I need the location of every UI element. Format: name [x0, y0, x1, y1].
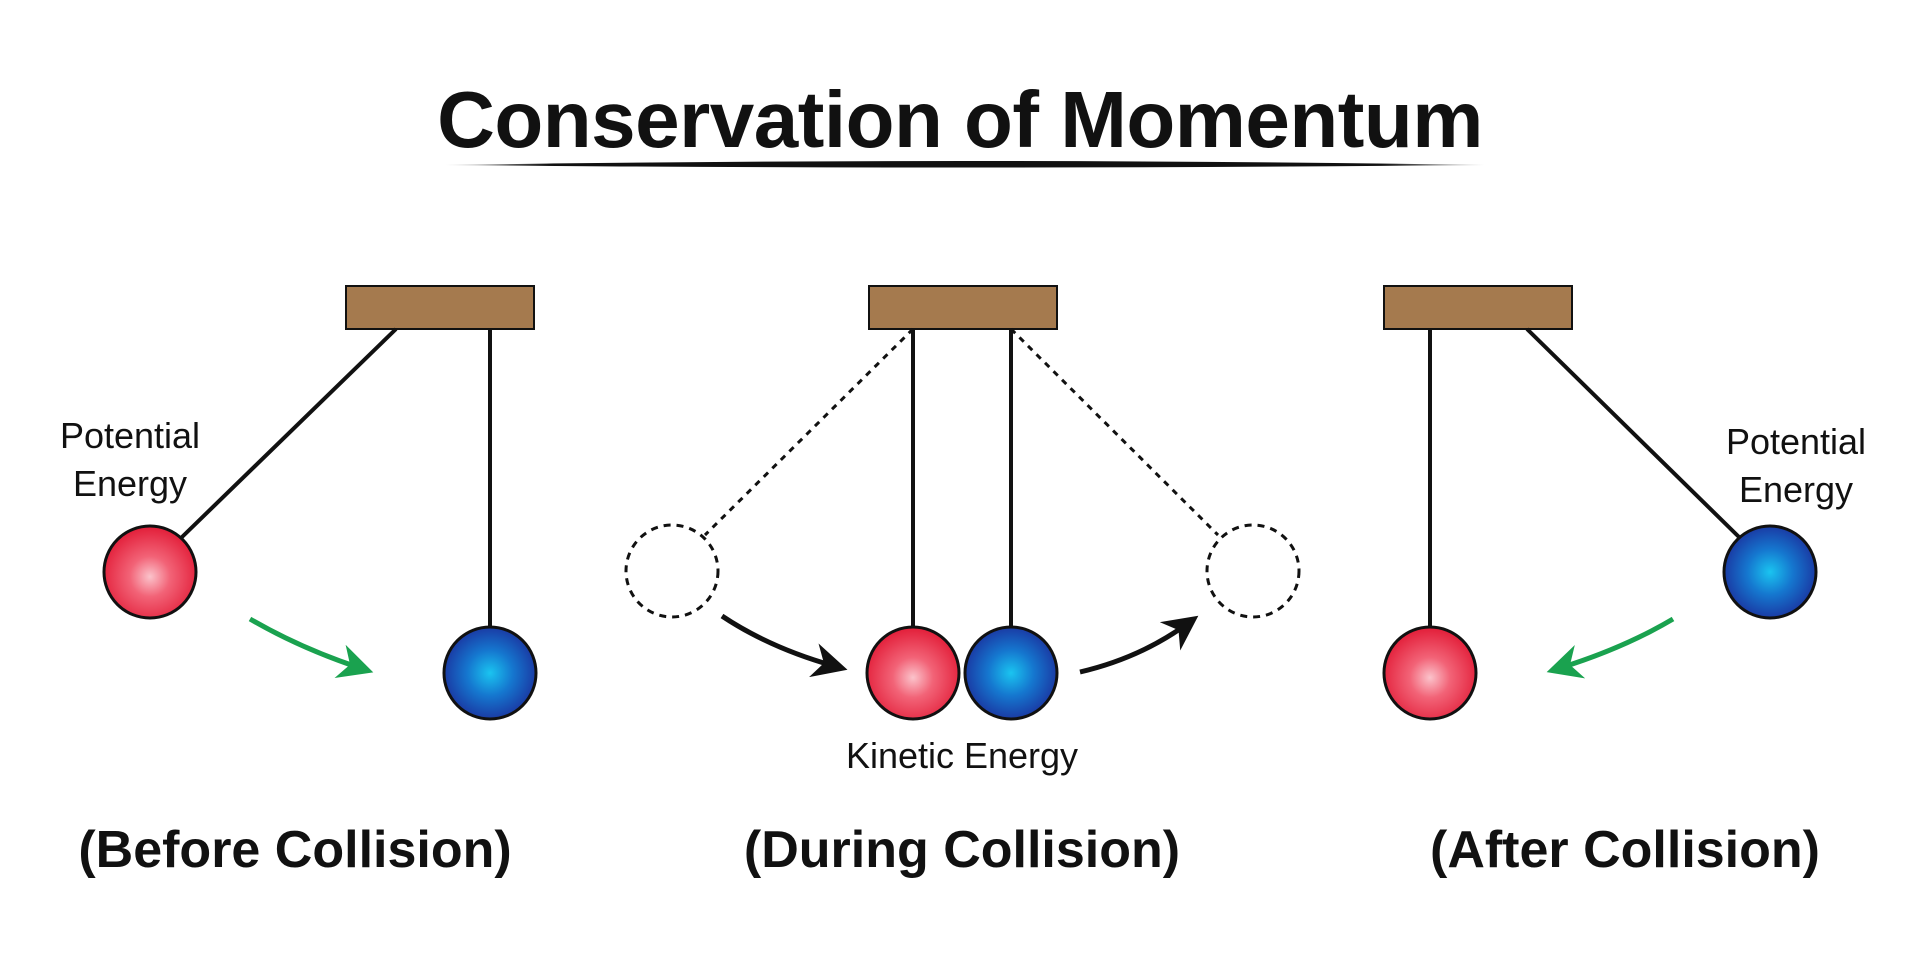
- pendulum-string: [1525, 327, 1742, 540]
- ghost-ball: [624, 523, 720, 619]
- pendulum-string: [179, 327, 398, 540]
- label-line: Potential: [1725, 421, 1867, 462]
- caption-after: (After Collision): [1430, 821, 1820, 879]
- motion-arrow: [1079, 615, 1199, 675]
- title-underline: [445, 161, 1485, 168]
- label-line: Potential: [59, 415, 201, 456]
- ghost-string: [1009, 327, 1220, 537]
- pendulum-support: [1383, 285, 1573, 330]
- pendulum-support: [345, 285, 535, 330]
- page-title: Conservation of Momentum: [437, 75, 1483, 164]
- caption-before: (Before Collision): [78, 821, 512, 879]
- motion-arrow: [248, 616, 374, 678]
- panel-during: [624, 285, 1301, 721]
- potential-energy-label-after: Potential Energy: [1696, 418, 1896, 514]
- panel-after: [1382, 285, 1818, 721]
- motion-arrow: [1546, 616, 1675, 679]
- panel-before: [102, 285, 538, 721]
- red-ball: [102, 524, 198, 620]
- caption-during: (During Collision): [743, 821, 1181, 879]
- label-line: Energy: [72, 463, 188, 504]
- motion-arrow: [720, 613, 848, 678]
- blue-ball: [1722, 524, 1818, 620]
- red-ball: [1382, 625, 1478, 721]
- kinetic-energy-label: Kinetic Energy: [845, 735, 1079, 776]
- blue-ball: [963, 625, 1059, 721]
- blue-ball: [442, 625, 538, 721]
- red-ball: [865, 625, 961, 721]
- label-line: Energy: [1738, 469, 1854, 510]
- pendulum-support: [868, 285, 1058, 330]
- ghost-ball: [1205, 523, 1301, 619]
- ghost-string: [703, 327, 915, 537]
- potential-energy-label-before: Potential Energy: [30, 412, 230, 508]
